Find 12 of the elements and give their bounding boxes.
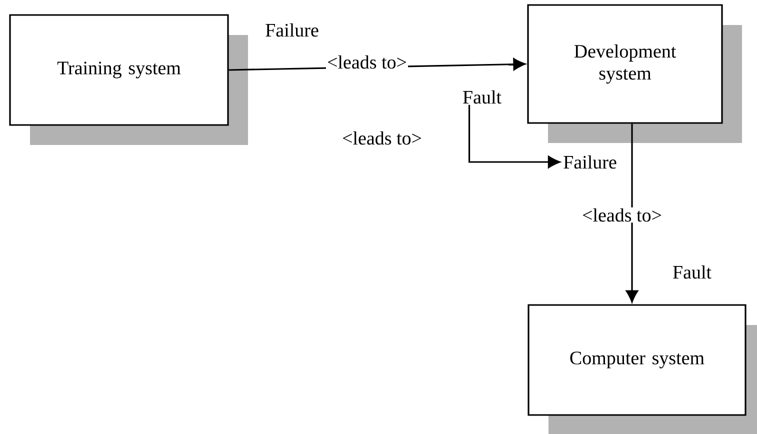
system-box: Training system [9, 14, 248, 145]
label-text: Failure [266, 23, 318, 37]
node-text: Failure [564, 155, 616, 169]
node-text: Fault [463, 90, 502, 104]
label-text: Fault [673, 265, 712, 279]
edge-label: <leads to> [328, 55, 406, 69]
edge-label: <leads to> [342, 131, 422, 145]
edge-label: <leads to> [582, 208, 662, 222]
system-box: Development system [527, 4, 742, 143]
arrow [468, 104, 560, 168]
system-box: Computer system [528, 304, 757, 434]
arrow [626, 124, 638, 302]
